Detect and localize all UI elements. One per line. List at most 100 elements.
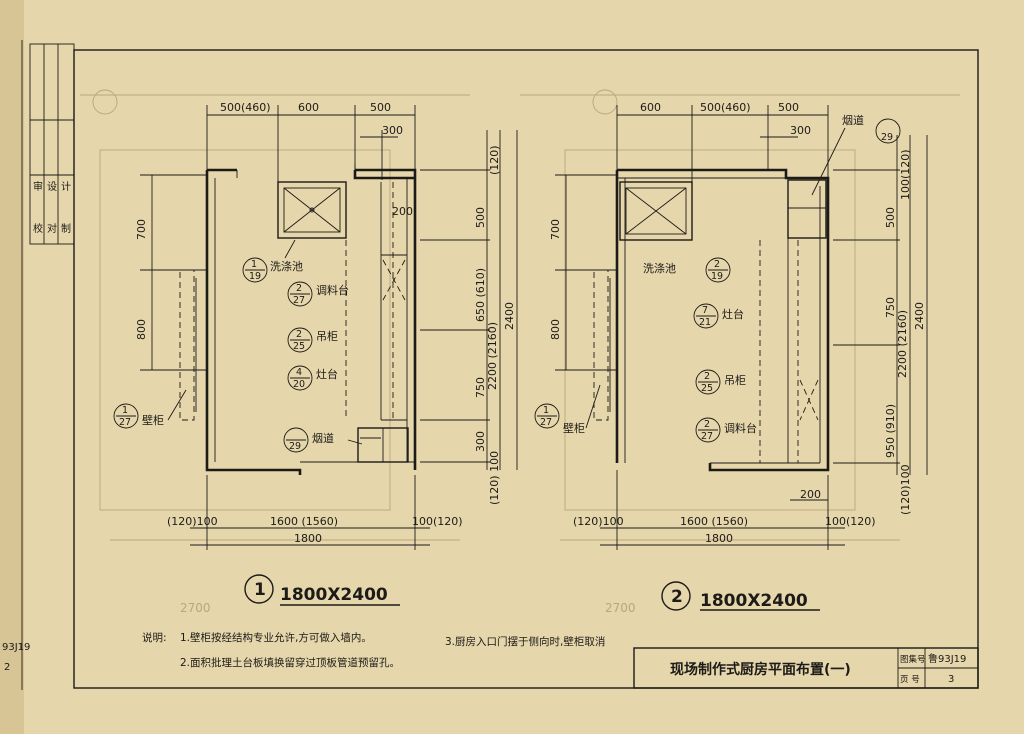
plan-2-callout-hanging-cabinet: 2 25 吊柜 <box>695 369 746 395</box>
svg-text:设: 设 <box>47 181 57 193</box>
plan-2-title: 2 1800X2400 <box>661 581 820 611</box>
svg-text:500(460): 500(460) <box>700 101 751 114</box>
svg-text:100(120): 100(120) <box>899 149 912 200</box>
svg-text:洗涤池: 洗涤池 <box>270 259 303 273</box>
svg-text:29: 29 <box>881 132 893 143</box>
svg-text:27: 27 <box>540 417 552 428</box>
plan-1-sink <box>277 181 347 239</box>
plan-1-callout-hanging-cabinet: 2 25 吊柜 <box>287 327 338 353</box>
svg-text:1600 (1560): 1600 (1560) <box>680 515 748 528</box>
plan-2-counter <box>759 238 819 463</box>
svg-text:2700: 2700 <box>605 601 636 615</box>
atlas-number: 鲁93J19 <box>928 652 966 665</box>
plan-2-callout-wardrobe: 1 27 壁柜 <box>534 384 601 435</box>
svg-text:500(460): 500(460) <box>220 101 271 114</box>
svg-text:1: 1 <box>122 405 128 416</box>
svg-text:19: 19 <box>711 271 723 282</box>
plan-1-counter <box>345 182 407 421</box>
plan-2-flue <box>787 179 827 239</box>
plan-2-walls <box>615 168 830 472</box>
plan-1-right-dimensions: (120) 500 650 (610) 750 300 (120) 100 22… <box>420 130 518 505</box>
svg-text:21: 21 <box>699 317 711 328</box>
svg-text:2400: 2400 <box>913 302 926 330</box>
binding-strip: 93J19 2 <box>2 40 30 690</box>
plan-2-callout-seasoning-counter: 2 27 调料台 <box>695 417 757 443</box>
plan-2-wardrobe <box>593 269 611 421</box>
title-block: 现场制作式厨房平面布置(一) 图集号 鲁93J19 页 号 3 <box>633 647 979 689</box>
svg-text:4: 4 <box>296 367 302 378</box>
svg-text:600: 600 <box>298 101 319 114</box>
drawing-title: 现场制作式厨房平面布置(一) <box>670 661 851 678</box>
bleed-through-ghost-drawing: 2700 2700 <box>80 89 960 615</box>
svg-text:7: 7 <box>702 305 708 316</box>
svg-text:27: 27 <box>701 431 713 442</box>
svg-text:750: 750 <box>884 297 897 318</box>
svg-text:2: 2 <box>296 329 302 340</box>
svg-text:2: 2 <box>714 259 720 270</box>
svg-text:200: 200 <box>392 205 413 218</box>
svg-text:对: 对 <box>47 222 57 235</box>
svg-text:2200 (2160): 2200 (2160) <box>486 322 499 390</box>
plan-1-bottom-dimensions: (120)100 1600 (1560) 100(120) 1800 <box>167 475 463 550</box>
plan-1-callout-flue: 29 烟道 <box>283 427 363 453</box>
svg-text:(120)100: (120)100 <box>573 515 624 528</box>
plan-2: 600 500(460) 500 300 200 700 800 100(120… <box>534 101 928 611</box>
signoff-column: 审 设 计 校 对 制 <box>29 43 75 245</box>
svg-text:计: 计 <box>61 180 71 193</box>
svg-text:1800X2400: 1800X2400 <box>280 585 388 605</box>
plan-2-sink <box>619 181 693 241</box>
prev-atlas-number: 93J19 <box>2 642 30 653</box>
svg-text:200: 200 <box>800 488 821 501</box>
svg-text:100(120): 100(120) <box>412 515 463 528</box>
plan-1-callout-seasoning-counter: 2 27 调料台 <box>287 281 349 307</box>
svg-text:2200 (2160): 2200 (2160) <box>896 310 909 378</box>
plan-1: 500(460) 600 500 300 200 700 800 (120) <box>113 101 518 606</box>
plan-2-callout-flue: 29 烟道 <box>811 113 901 196</box>
svg-text:2: 2 <box>704 371 710 382</box>
svg-text:500: 500 <box>370 101 391 114</box>
notes: 说明: 1.壁柜按经结构专业允许,方可做入墙内。 2.面积批理土台板填换留穿过顶… <box>142 631 605 669</box>
svg-text:1800: 1800 <box>294 532 322 545</box>
svg-text:2400: 2400 <box>503 302 516 330</box>
svg-text:27: 27 <box>293 295 305 306</box>
notes-heading: 说明: <box>142 631 167 644</box>
svg-text:壁柜: 壁柜 <box>563 421 585 435</box>
svg-text:500: 500 <box>778 101 799 114</box>
plan-1-title: 1 1800X2400 <box>244 574 400 606</box>
svg-text:制: 制 <box>61 222 71 235</box>
svg-text:19: 19 <box>249 271 261 282</box>
plan-1-callout-stove: 4 20 灶台 <box>287 365 338 391</box>
svg-text:灶台: 灶台 <box>722 307 744 321</box>
svg-text:100(120): 100(120) <box>825 515 876 528</box>
svg-text:650 (610): 650 (610) <box>474 268 487 322</box>
atlas-label: 图集号 <box>900 654 926 665</box>
svg-text:烟道: 烟道 <box>312 431 334 445</box>
svg-text:750: 750 <box>474 377 487 398</box>
plan-2-callout-sink: 2 19 洗涤池 <box>643 257 731 283</box>
svg-text:2: 2 <box>296 283 302 294</box>
svg-text:300: 300 <box>790 124 811 137</box>
svg-text:1: 1 <box>254 580 266 600</box>
svg-text:700: 700 <box>135 219 148 240</box>
svg-text:950 (910): 950 (910) <box>884 404 897 458</box>
svg-text:调料台: 调料台 <box>316 283 349 297</box>
svg-text:灶台: 灶台 <box>316 367 338 381</box>
svg-text:洗涤池: 洗涤池 <box>643 261 676 275</box>
note-1: 1.壁柜按经结构专业允许,方可做入墙内。 <box>180 631 372 644</box>
svg-text:审: 审 <box>33 180 43 193</box>
sheet-border <box>73 49 979 689</box>
svg-text:27: 27 <box>119 417 131 428</box>
svg-text:500: 500 <box>474 207 487 228</box>
plan-2-right-dimensions: 100(120) 500 750 950 (910) (120)100 2200… <box>833 135 928 515</box>
svg-text:1800: 1800 <box>705 532 733 545</box>
plan-1-callout-sink: 1 19 洗涤池 <box>242 239 303 283</box>
svg-text:29: 29 <box>289 441 301 452</box>
plan-1-flue <box>357 427 409 463</box>
svg-text:300: 300 <box>382 124 403 137</box>
svg-text:25: 25 <box>701 383 713 394</box>
plan-1-left-dimensions: 700 800 <box>135 174 207 371</box>
svg-text:(120)100: (120)100 <box>899 464 912 515</box>
svg-text:20: 20 <box>293 379 305 390</box>
